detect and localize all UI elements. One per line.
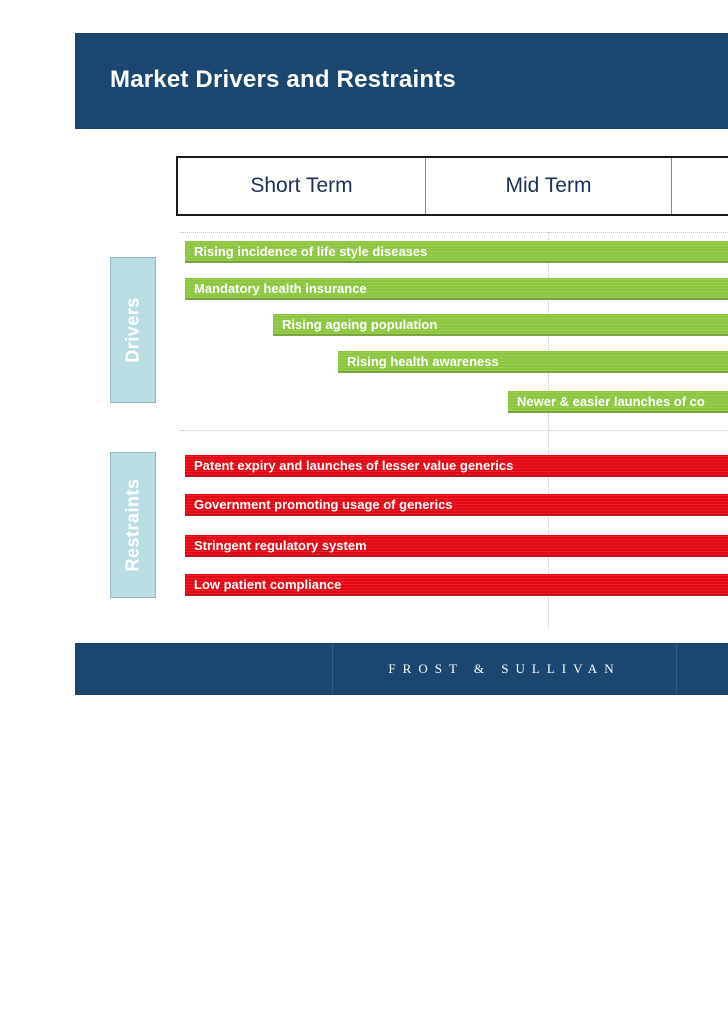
restraint-bar: Government promoting usage of generics (185, 494, 728, 516)
drivers-label: Drivers (122, 297, 143, 363)
term-short: Short Term (178, 158, 426, 214)
restraints-tab: Restraints (110, 452, 156, 598)
slide-title: Market Drivers and Restraints (110, 66, 456, 93)
logo-text: FROST & SULLIVAN (388, 661, 621, 676)
divider-top (180, 232, 728, 233)
restraints-label: Restraints (122, 478, 143, 572)
term-long (672, 158, 728, 214)
restraint-bar: Patent expiry and launches of lesser val… (185, 455, 728, 477)
footer-banner: FROST & SULLIVAN (75, 643, 728, 695)
divider-mid-term (548, 232, 549, 628)
title-banner: Market Drivers and Restraints (75, 33, 728, 129)
slide: Market Drivers and Restraints Short Term… (75, 33, 728, 695)
restraint-bar: Stringent regulatory system (185, 535, 728, 557)
driver-bar: Rising health awareness (338, 351, 728, 373)
driver-bar: Mandatory health insurance (185, 278, 728, 300)
restraint-bar: Low patient compliance (185, 574, 728, 596)
driver-bar: Rising incidence of life style diseases (185, 241, 728, 263)
divider-middle (180, 430, 728, 431)
driver-bar: Rising ageing population (273, 314, 728, 336)
frost-sullivan-logo: FROST & SULLIVAN (332, 643, 677, 695)
drivers-tab: Drivers (110, 257, 156, 403)
term-mid: Mid Term (426, 158, 672, 214)
driver-bar: Newer & easier launches of co (508, 391, 728, 413)
term-header-table: Short Term Mid Term (176, 156, 728, 216)
